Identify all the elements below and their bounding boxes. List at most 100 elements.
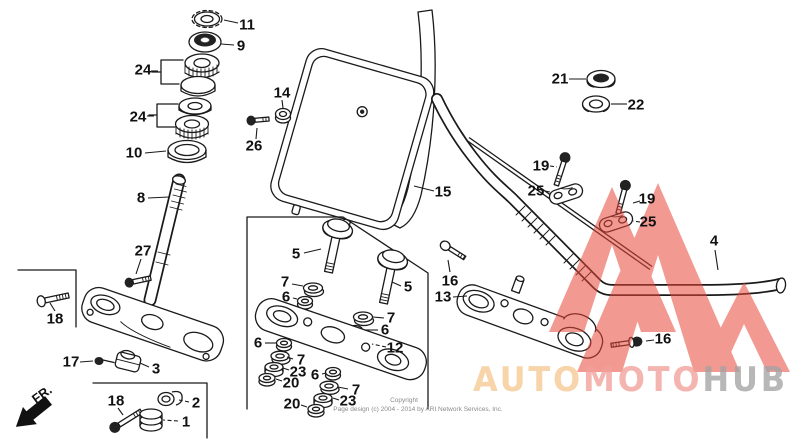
riser-5l-drawing xyxy=(322,218,354,274)
part-callout-15: 15 xyxy=(435,184,452,201)
nut-6-c-drawing xyxy=(324,366,342,381)
part-callout-7: 7 xyxy=(387,310,395,327)
washer-21-drawing xyxy=(586,69,616,89)
part-callout-16: 16 xyxy=(655,331,672,348)
leader-line-11 xyxy=(223,19,239,24)
part-callout-6: 6 xyxy=(311,367,319,384)
nut-6l-drawing xyxy=(296,295,314,310)
leader-line-12 xyxy=(371,343,387,348)
nut-20-ll-drawing xyxy=(258,372,276,387)
part-callout-22: 22 xyxy=(628,97,645,114)
clamp-25a-drawing xyxy=(548,183,584,205)
leader-line-5 xyxy=(391,281,402,287)
leader-line-10 xyxy=(144,150,167,154)
part-callout-18: 18 xyxy=(47,311,64,328)
leader-line-2 xyxy=(178,399,190,403)
part-callout-3: 3 xyxy=(152,361,160,378)
leader-line-7 xyxy=(286,356,294,360)
washer-22-drawing xyxy=(581,95,611,113)
part-callout-14: 14 xyxy=(274,85,291,102)
clamp-rubber-drawing xyxy=(114,349,142,373)
part-callout-6: 6 xyxy=(282,289,290,306)
riser-5r-drawing xyxy=(377,249,409,305)
part-callout-19: 19 xyxy=(639,191,656,208)
copyright-line2: Page design (c) 2004 - 2014 by ARI Netwo… xyxy=(333,406,503,413)
part-callout-17: 17 xyxy=(63,354,80,371)
leader-line-25 xyxy=(544,190,551,193)
part-callout-8: 8 xyxy=(137,190,145,207)
part-callout-10: 10 xyxy=(126,145,143,162)
leader-line-1 xyxy=(162,419,179,422)
leader-line-14 xyxy=(281,99,284,109)
nut-14-drawing xyxy=(274,107,292,124)
leader-line-18 xyxy=(49,302,56,312)
bolt-19a-drawing xyxy=(553,152,571,187)
leader-line-20 xyxy=(275,378,283,382)
part-callout-6: 6 xyxy=(254,335,262,352)
leader-line-9 xyxy=(220,43,235,46)
leader-line-17 xyxy=(79,360,94,363)
part-callout-19: 19 xyxy=(533,158,550,175)
leader-line-6 xyxy=(321,372,327,375)
leader-line-8 xyxy=(147,196,170,199)
part-callout-24: 24 xyxy=(135,62,152,79)
lower-bridge-drawing xyxy=(81,286,225,362)
leader-line-18 xyxy=(117,407,124,416)
part-callout-9: 9 xyxy=(237,38,245,55)
part-callout-20: 20 xyxy=(283,375,300,392)
part-callout-5: 5 xyxy=(404,279,412,296)
steering-stem-drawing xyxy=(143,173,187,307)
bracket-box-bottom xyxy=(92,382,208,439)
washer-7-ll-drawing xyxy=(270,350,291,365)
watermark-brand-text: AUTOMOTOHUB xyxy=(473,360,788,400)
nut-6-ll-drawing xyxy=(275,337,293,352)
upper-clamp-12-drawing xyxy=(254,297,427,381)
leader-line-7 xyxy=(291,283,304,287)
part-callout-27: 27 xyxy=(135,243,152,260)
part-callout-7: 7 xyxy=(281,274,289,291)
part-callout-25: 25 xyxy=(640,214,657,231)
leader-line-3 xyxy=(139,362,150,368)
part-callout-16: 16 xyxy=(442,273,459,290)
part-callout-24: 24 xyxy=(130,109,147,126)
part-callout-13: 13 xyxy=(435,289,452,306)
copyright-line1: Copyright xyxy=(390,397,418,404)
leader-line-16 xyxy=(447,259,451,273)
leader-line-7 xyxy=(372,316,385,319)
leader-line-15 xyxy=(413,185,435,192)
part-callout-25: 25 xyxy=(528,183,545,200)
part-callout-23: 23 xyxy=(290,364,307,381)
assembly-box xyxy=(246,216,429,410)
leader-line-6 xyxy=(292,297,298,300)
washer-7r-drawing xyxy=(352,311,375,327)
part-callout-21: 21 xyxy=(552,71,569,88)
bolt-16a-drawing xyxy=(439,240,467,261)
screw-17-drawing xyxy=(94,357,115,365)
part-callout-1: 1 xyxy=(182,414,190,431)
bolt-26-drawing xyxy=(246,115,270,126)
leader-line-20 xyxy=(300,404,308,408)
bracket-box-18 xyxy=(17,269,77,328)
leader-line-7 xyxy=(337,386,349,390)
collar-2-drawing xyxy=(157,390,183,407)
leader-line-23 xyxy=(332,397,340,401)
part-callout-7: 7 xyxy=(297,352,305,369)
leader-line-13 xyxy=(452,295,468,298)
part-callout-26: 26 xyxy=(246,138,263,155)
leader-line-4 xyxy=(714,249,719,271)
leader-line-23 xyxy=(282,367,290,371)
leader-line-19 xyxy=(632,200,641,204)
part-callout-6: 6 xyxy=(381,322,389,339)
bolt-27-drawing xyxy=(124,275,152,288)
part-callout-23: 23 xyxy=(340,393,357,410)
bolt-18a-drawing xyxy=(36,292,70,308)
bearing-stack-drawing xyxy=(148,9,223,164)
washer-7-c-drawing xyxy=(319,380,340,395)
leader-line-16 xyxy=(645,339,655,342)
fr-direction-arrow: FR. xyxy=(15,382,55,427)
leader-line-19 xyxy=(549,165,558,168)
leader-line-5 xyxy=(303,248,322,254)
watermark-triangle-logo xyxy=(549,183,790,372)
